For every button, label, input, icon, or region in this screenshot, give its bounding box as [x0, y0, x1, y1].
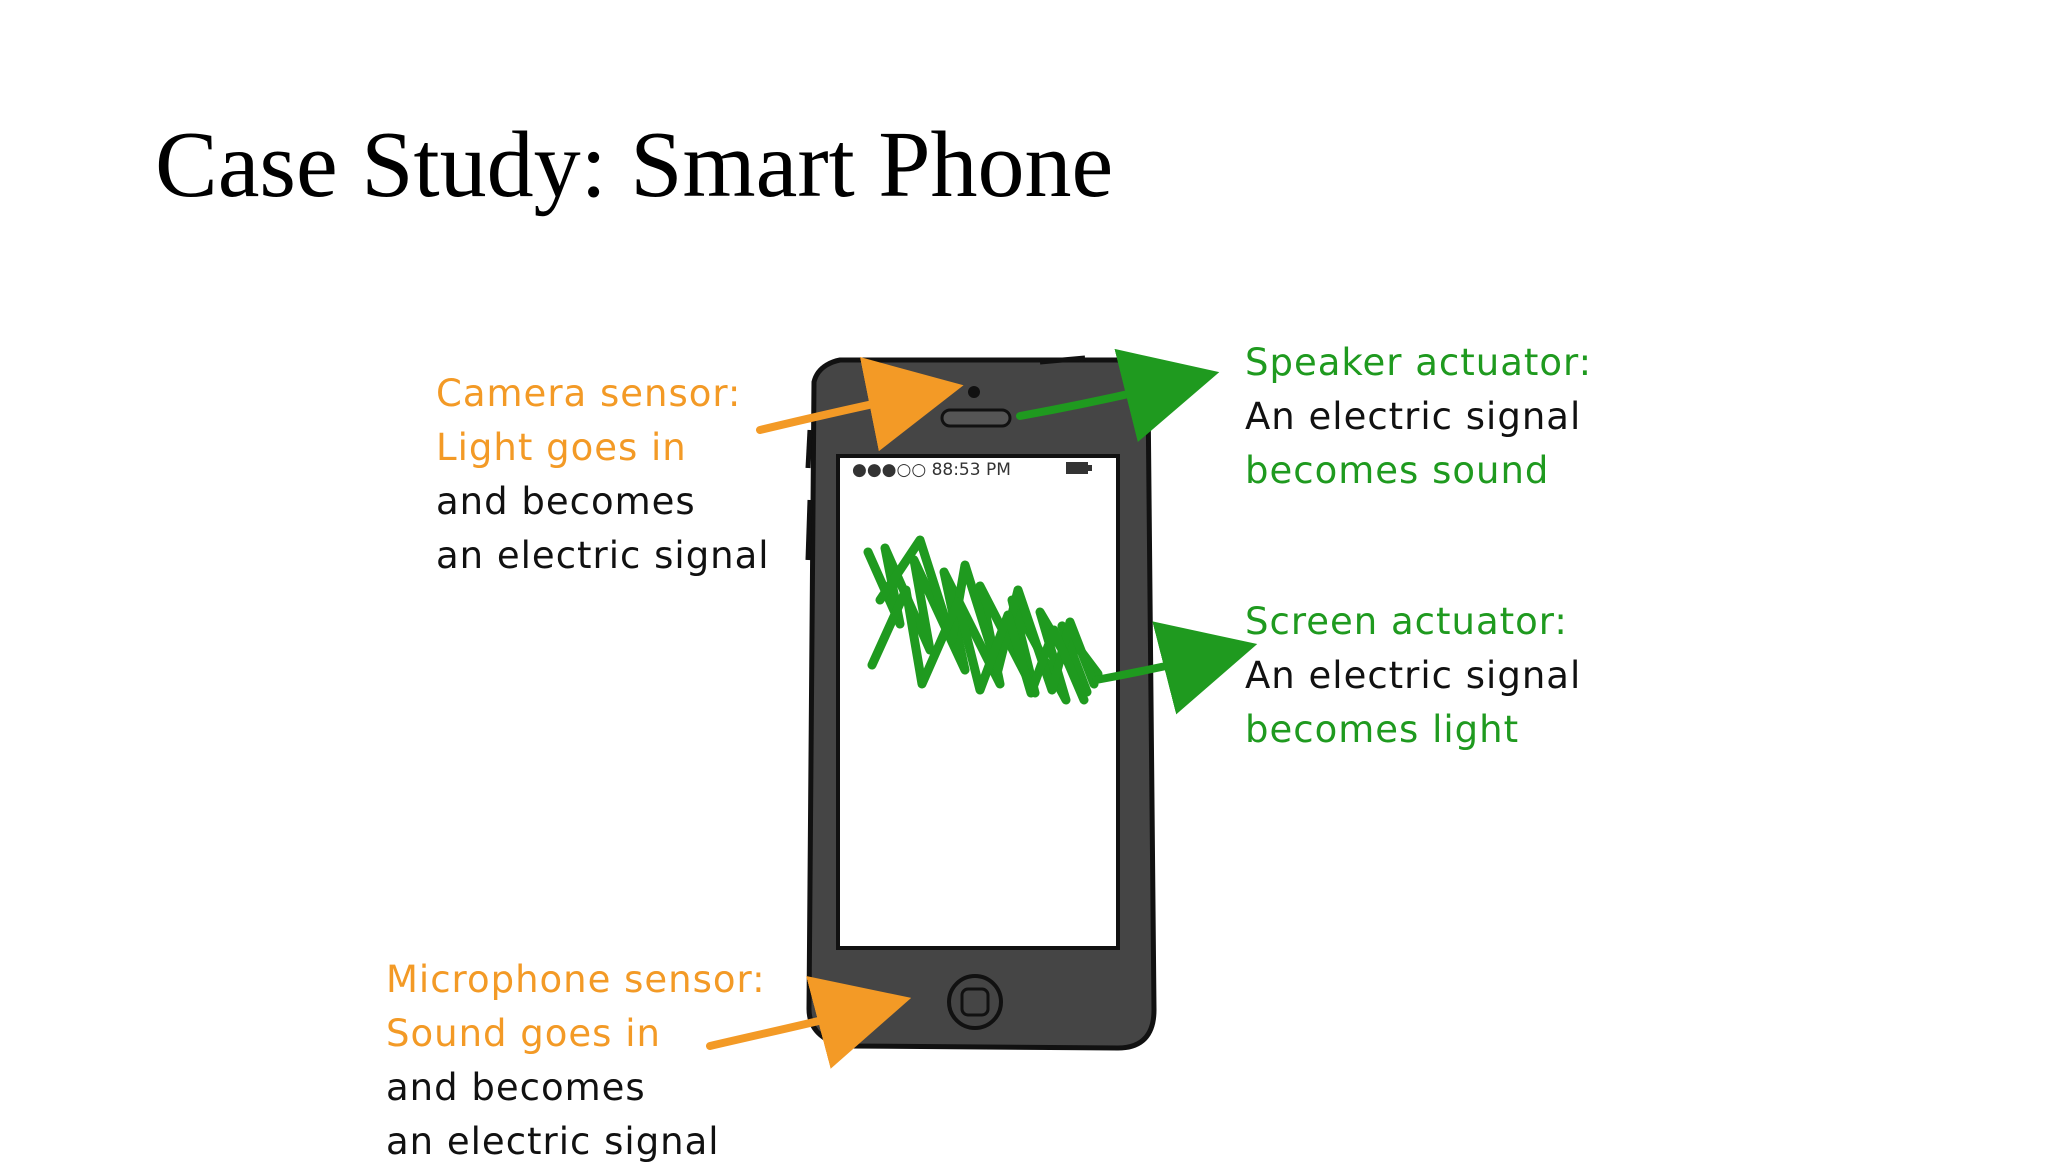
microphone-sensor-label: Microphone sensor: Sound goes in and bec…: [386, 953, 766, 1169]
microphone-sensor-line-1: Sound goes in: [386, 1012, 661, 1055]
arrows: [706, 348, 1258, 1069]
slide-title: Case Study: Smart Phone: [155, 113, 1114, 217]
home-button-square: [960, 987, 990, 1017]
screen-actuator-line-1: An electric signal: [1245, 654, 1582, 697]
microphone-sensor-heading: Microphone sensor:: [386, 958, 766, 1001]
speaker-grill: [940, 408, 1012, 428]
screen-scribble: [863, 535, 1103, 705]
screen-actuator-heading: Screen actuator:: [1245, 600, 1568, 643]
microphone-arrow: [706, 975, 912, 1069]
camera-sensor-line-2: and becomes: [436, 480, 696, 523]
status-bar-text: ●●●○○ 88:53 PM: [852, 460, 1011, 480]
speaker-actuator-label: Speaker actuator: An electric signal bec…: [1245, 336, 1592, 498]
side-button-left-2: [805, 499, 813, 561]
microphone-sensor-line-3: an electric signal: [386, 1120, 720, 1163]
screen-actuator-label: Screen actuator: An electric signal beco…: [1245, 595, 1581, 757]
speaker-actuator-line-2: becomes sound: [1245, 449, 1550, 492]
speaker-actuator-line-1: An electric signal: [1245, 395, 1582, 438]
camera-sensor-line-1: Light goes in: [436, 426, 687, 469]
screen-arrow: [1092, 621, 1258, 715]
speaker-arrow: [1016, 348, 1220, 443]
front-camera-dot: [968, 386, 980, 398]
phone-illustration: ●●●○○ 88:53 PM: [805, 355, 1157, 1051]
camera-arrow: [756, 357, 964, 452]
battery-tip: [1088, 465, 1092, 471]
status-bar: [840, 458, 1116, 478]
screen-actuator-line-2: becomes light: [1245, 708, 1520, 751]
battery-icon: [1066, 462, 1088, 474]
camera-sensor-label: Camera sensor: Light goes in and becomes…: [436, 367, 770, 583]
side-button-top: [1039, 355, 1086, 365]
speaker-actuator-heading: Speaker actuator:: [1245, 341, 1593, 384]
microphone-sensor-line-2: and becomes: [386, 1066, 646, 1109]
camera-sensor-heading: Camera sensor:: [436, 372, 742, 415]
phone-screen: [836, 454, 1120, 950]
home-button: [947, 974, 1003, 1030]
camera-sensor-line-3: an electric signal: [436, 534, 770, 577]
side-button-left-1: [805, 429, 813, 469]
